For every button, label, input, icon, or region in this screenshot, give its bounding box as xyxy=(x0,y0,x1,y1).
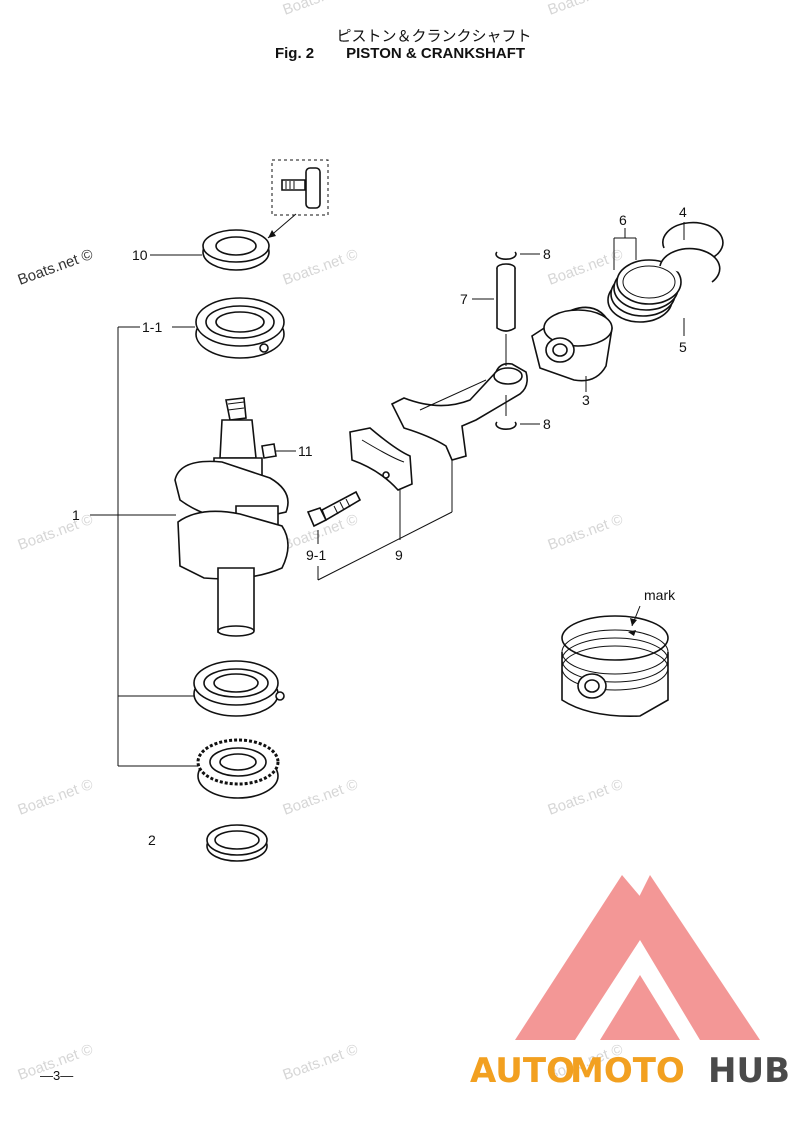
piston-pin-part-7 xyxy=(472,263,516,366)
callout-1: 1 xyxy=(72,507,80,523)
crankshaft-part-1 xyxy=(174,397,289,637)
bearing-part-1-1 xyxy=(195,297,285,359)
lower-bearing xyxy=(193,660,285,717)
callout-4: 4 xyxy=(679,204,687,220)
logo-text-auto: AUTO xyxy=(470,1051,575,1091)
watermark: Boats.net © xyxy=(281,246,361,289)
automotohub-logo: AUTO MOTO HUB xyxy=(470,875,790,1091)
watermark: Boats.net © xyxy=(546,776,626,819)
callout-8-bottom: 8 xyxy=(543,416,551,432)
circlip-part-8-bottom xyxy=(495,395,540,430)
watermark: Boats.net © xyxy=(16,776,96,819)
title-japanese: ピストン＆クランクシャフト xyxy=(336,28,532,45)
logo-text-moto: MOTO xyxy=(570,1051,685,1091)
title-english: Fig. 2 PISTON & CRANKSHAFT xyxy=(0,45,800,62)
crank-gear xyxy=(196,738,280,799)
watermark: Boats.net © xyxy=(281,1041,361,1084)
callout-10: 10 xyxy=(132,247,148,263)
logo-text-hub: HUB xyxy=(708,1051,790,1091)
logo-triangle-emblem xyxy=(515,875,760,1040)
page-number: —3— xyxy=(40,1068,74,1083)
piston-part-3 xyxy=(531,306,613,392)
callout-mark: mark xyxy=(644,587,676,603)
watermark: Boats.net © xyxy=(16,246,96,289)
callout-9-1: 9-1 xyxy=(306,547,326,563)
piston-ring-part-5 xyxy=(659,247,721,336)
watermark: Boats.net © xyxy=(546,0,626,19)
callout-11: 11 xyxy=(298,443,313,459)
marked-piston-illustration xyxy=(561,605,669,717)
callout-7: 7 xyxy=(460,291,468,307)
circlip-part-8-top xyxy=(495,251,540,260)
callout-3: 3 xyxy=(582,392,590,408)
connecting-rod xyxy=(390,362,528,512)
watermark: Boats.net © xyxy=(281,0,361,19)
figure-title: PISTON & CRANKSHAFT xyxy=(346,45,526,62)
key-part-11 xyxy=(261,443,296,459)
bolt-part-9-1 xyxy=(306,490,362,544)
callout-1-1: 1-1 xyxy=(142,319,162,335)
watermarks: Boats.net © Boats.net © Boats.net © Boat… xyxy=(16,0,626,1084)
ring-part-2 xyxy=(206,824,268,862)
watermark: Boats.net © xyxy=(546,246,626,289)
callout-6: 6 xyxy=(619,212,627,228)
piston-rings-part-6 xyxy=(607,228,682,323)
callout-2: 2 xyxy=(148,832,156,848)
watermark: Boats.net © xyxy=(16,511,96,554)
watermark: Boats.net © xyxy=(281,776,361,819)
callout-9: 9 xyxy=(395,547,403,563)
connecting-rod-cap-part-9 xyxy=(317,427,453,581)
callout-labels: 10 1-1 1 11 2 9-1 9 7 8 8 3 6 4 5 mark xyxy=(72,204,687,848)
callout-8-top: 8 xyxy=(543,246,551,262)
watermark: Boats.net © xyxy=(546,511,626,554)
oil-seal-detail-inset xyxy=(267,159,329,239)
callout-5: 5 xyxy=(679,339,687,355)
leader-lines xyxy=(90,326,198,767)
figure-number: Fig. 2 xyxy=(274,45,315,62)
oil-seal-part-10 xyxy=(150,229,270,271)
